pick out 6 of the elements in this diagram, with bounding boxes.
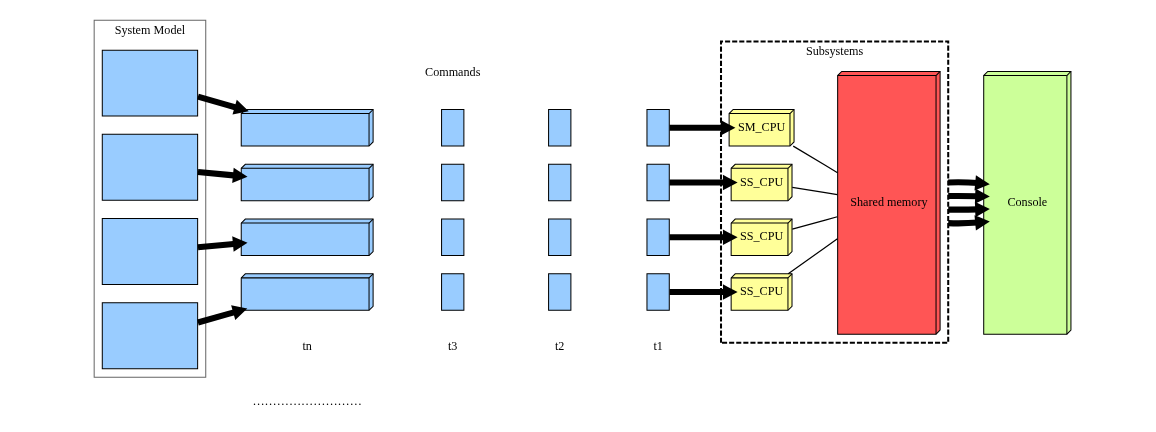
label: Commands: [424, 65, 480, 80]
label: t1: [652, 338, 663, 353]
label: t2: [554, 338, 564, 353]
label: tn: [301, 338, 312, 353]
label: t3: [447, 338, 457, 353]
label: ………………………: [251, 393, 362, 408]
